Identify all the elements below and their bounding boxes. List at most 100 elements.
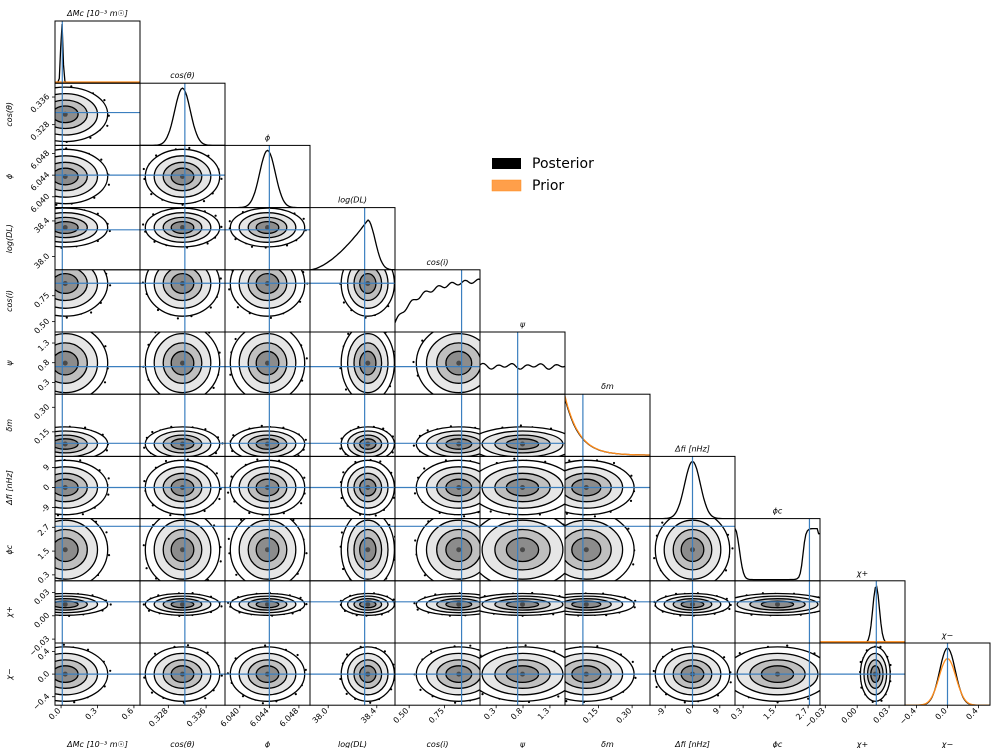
y-tick-2-0: 6.040 bbox=[29, 192, 52, 215]
x-tick-4-0: 0.50 bbox=[392, 706, 411, 725]
panel-frame-0-0 bbox=[54, 20, 141, 84]
scatter-panel-2-1 bbox=[139, 144, 226, 209]
y-axis-label-5: ψ bbox=[5, 360, 14, 366]
y-tick-7-2: 9 bbox=[41, 463, 51, 473]
y-axis-label-8: ϕc bbox=[5, 544, 14, 554]
x-tick-9-2: 0.03 bbox=[872, 706, 891, 725]
scatter-panel-9-2 bbox=[224, 580, 311, 644]
scatter-panel-3-2 bbox=[224, 207, 311, 271]
y-tick-2-2: 6.048 bbox=[29, 149, 52, 172]
scatter-panel-4-1 bbox=[139, 269, 226, 333]
x-axis-label-2: ϕ bbox=[265, 740, 271, 748]
x-tick-10-1: 0.0 bbox=[934, 706, 949, 721]
x-axis-label-6: δm bbox=[601, 740, 614, 748]
scatter-panel-7-2 bbox=[224, 455, 311, 520]
scatter-panel-7-1 bbox=[139, 455, 226, 520]
posterior-histogram-2 bbox=[225, 149, 310, 208]
legend-swatch-prior bbox=[491, 179, 522, 192]
y-axis-label-7: Δfi [nHz] bbox=[5, 470, 14, 506]
y-tick-3-0: 38.0 bbox=[32, 252, 51, 271]
scatter-panel-9-3 bbox=[309, 580, 396, 644]
y-tick-6-1: 0.30 bbox=[32, 402, 51, 421]
posterior-histogram-4 bbox=[395, 278, 480, 323]
x-tick-0-0: 0.0 bbox=[47, 706, 62, 721]
x-tick-10-0: −0.4 bbox=[898, 706, 918, 726]
histogram-panel-4: cos(i) bbox=[394, 258, 481, 333]
y-tick-9-1: 0.00 bbox=[32, 611, 51, 630]
panel-title-10: χ− bbox=[941, 631, 953, 640]
scatter-panel-8-4 bbox=[394, 518, 481, 582]
histogram-panel-2: ϕ bbox=[224, 133, 311, 209]
scatter-panel-9-5 bbox=[479, 580, 566, 644]
x-axis-label-8: ϕc bbox=[773, 740, 783, 748]
panel-title-9: χ+ bbox=[856, 569, 868, 578]
x-tick-10-2: 0.4 bbox=[964, 706, 979, 721]
panel-frame-4-4 bbox=[394, 269, 481, 333]
x-axis-label-5: ψ bbox=[520, 740, 526, 748]
scatter-panel-8-6 bbox=[564, 518, 651, 582]
panel-frame-6-6 bbox=[564, 393, 651, 457]
posterior-histogram-9 bbox=[820, 585, 905, 643]
y-tick-3-1: 38.4 bbox=[32, 216, 51, 235]
x-tick-7-1: 0 bbox=[684, 706, 694, 716]
legend-label-posterior: Posterior bbox=[532, 156, 594, 172]
x-tick-1-1: 0.336 bbox=[185, 706, 208, 729]
histogram-panel-3: log(DL) bbox=[309, 196, 396, 271]
y-axis-label-1: cos(θ) bbox=[5, 102, 14, 127]
scatter-panel-8-5 bbox=[479, 518, 566, 582]
scatter-panel-8-3 bbox=[309, 518, 396, 582]
y-tick-1-0: 0.328 bbox=[29, 120, 52, 143]
x-tick-2-1: 6.044 bbox=[248, 706, 271, 729]
scatter-panel-6-3 bbox=[309, 393, 396, 457]
posterior-histogram-3 bbox=[310, 219, 395, 270]
histogram-panel-10: χ− −0.4 0.0 0.4 χ− bbox=[898, 631, 991, 748]
scatter-panel-10-4: 0.50 0.75 cos(i) bbox=[392, 642, 481, 748]
x-tick-9-1: 0.00 bbox=[840, 706, 859, 725]
scatter-panel-4-2 bbox=[224, 269, 311, 333]
y-tick-8-0: 0.3 bbox=[36, 570, 51, 585]
panel-title-7: Δfi [nHz] bbox=[674, 444, 710, 453]
x-tick-5-1: 0.8 bbox=[509, 706, 524, 721]
y-tick-6-0: 0.15 bbox=[32, 427, 51, 446]
scatter-panel-6-4 bbox=[394, 393, 481, 457]
posterior-histogram-8 bbox=[735, 527, 820, 581]
x-axis-label-1: cos(θ) bbox=[170, 740, 195, 748]
panel-title-3: log(DL) bbox=[338, 196, 367, 205]
x-axis-label-3: log(DL) bbox=[338, 740, 367, 748]
scatter-panel-6-1 bbox=[139, 393, 226, 457]
x-tick-0-2: 0.6 bbox=[120, 706, 135, 721]
y-axis-label-10: χ− bbox=[5, 668, 14, 680]
scatter-panel-7-3 bbox=[309, 455, 396, 520]
panel-frame-2-2 bbox=[224, 144, 311, 209]
scatter-panel-6-2 bbox=[224, 393, 311, 457]
scatter-panel-7-6 bbox=[564, 455, 651, 520]
scatter-panel-9-6 bbox=[564, 580, 651, 644]
scatter-panel-9-8 bbox=[734, 580, 821, 644]
x-tick-4-1: 0.75 bbox=[427, 706, 446, 725]
scatter-panel-8-2 bbox=[224, 518, 311, 582]
scatter-panel-9-1 bbox=[139, 580, 226, 644]
panel-title-0: ΔMc [10⁻³ m☉] bbox=[66, 9, 128, 18]
y-tick-7-0: -9 bbox=[39, 503, 51, 515]
scatter-panel-5-0: 0.30.81.3ψ bbox=[5, 331, 141, 395]
panel-title-2: ϕ bbox=[265, 133, 271, 142]
posterior-histogram-5 bbox=[480, 362, 565, 370]
panel-title-1: cos(θ) bbox=[170, 71, 195, 80]
prior-histogram-6 bbox=[565, 395, 650, 456]
x-tick-2-2: 6.048 bbox=[278, 706, 301, 729]
panel-frame-1-1 bbox=[139, 82, 226, 146]
x-axis-label-0: ΔMc [10⁻³ m☉] bbox=[66, 740, 128, 748]
scatter-panel-5-4 bbox=[394, 331, 481, 395]
x-axis-label-10: χ− bbox=[941, 740, 953, 748]
posterior-histogram-0 bbox=[55, 23, 140, 83]
x-axis-label-4: cos(i) bbox=[427, 740, 449, 748]
y-tick-4-0: 0.50 bbox=[32, 317, 51, 336]
